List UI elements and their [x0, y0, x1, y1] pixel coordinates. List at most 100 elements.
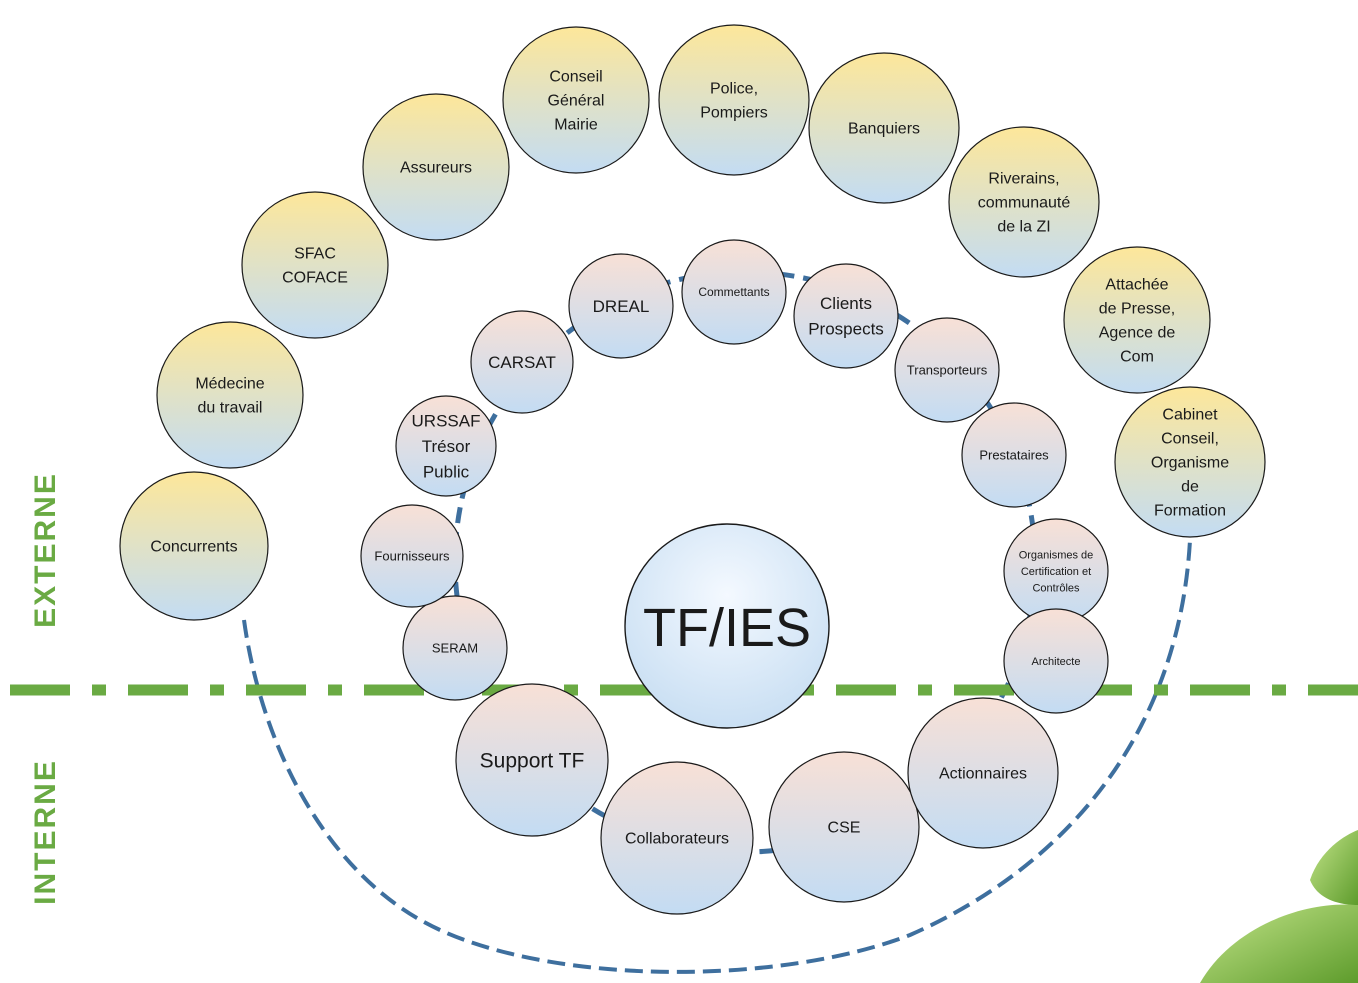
label-urssaf-line: URSSAF: [412, 411, 481, 430]
label-riverains-line: communauté: [978, 195, 1071, 212]
label-seram: SERAM: [432, 641, 478, 656]
label-medecine-line: du travail: [198, 400, 263, 417]
node-sfac: [241, 191, 389, 339]
label-seram-line: SERAM: [432, 641, 478, 656]
label-cse-line: CSE: [828, 820, 861, 837]
label-prestataires: Prestataires: [979, 448, 1049, 463]
leaf-decoration: [1200, 830, 1358, 983]
label-architecte-line: Architecte: [1032, 656, 1081, 668]
node-conseil-general: [502, 26, 650, 174]
node-assureurs: [362, 93, 510, 241]
label-police-line: Police,: [710, 81, 758, 98]
label-assureurs-line: Assureurs: [400, 160, 472, 177]
label-transporteurs: Transporteurs: [907, 363, 988, 378]
label-conseil-general-line: Général: [548, 93, 605, 110]
label-cabinet-conseil-line: Conseil,: [1161, 431, 1219, 448]
node-prestataires: [961, 402, 1067, 508]
label-commettants-line: Commettants: [698, 285, 769, 299]
label-urssaf-line: Public: [423, 462, 470, 481]
node-actionnaires: [907, 697, 1059, 849]
node-attachee-presse: [1063, 246, 1211, 394]
label-clients-line: Clients: [820, 294, 872, 313]
label-banquiers: Banquiers: [848, 121, 920, 138]
node-medecine: [156, 321, 304, 469]
label-organismes-line: Organismes de: [1019, 549, 1094, 561]
node-seram: [402, 595, 508, 701]
label-carsat: CARSAT: [488, 353, 556, 372]
node-transporteurs: [894, 317, 1000, 423]
label-carsat-line: CARSAT: [488, 353, 556, 372]
node-commettants: [681, 239, 787, 345]
label-prestataires-line: Prestataires: [979, 448, 1049, 463]
label-architecte: Architecte: [1032, 656, 1081, 668]
label-support-tf-line: Support TF: [480, 749, 585, 772]
node-fournisseurs: [360, 504, 464, 608]
label-banquiers-line: Banquiers: [848, 121, 920, 138]
node-cse: [768, 751, 920, 903]
node-urssaf: [395, 395, 497, 497]
label-cabinet-conseil-line: Cabinet: [1162, 407, 1218, 424]
center-label: TF/IES: [643, 598, 811, 658]
label-organismes: Organismes de Certification et Contrôles: [1019, 549, 1094, 594]
label-urssaf-line: Trésor: [422, 437, 471, 456]
label-sfac: SFAC COFACE: [282, 246, 348, 287]
label-support-tf: Support TF: [480, 749, 585, 772]
label-clients-line: Prospects: [808, 320, 884, 339]
label-sfac-line: COFACE: [282, 270, 348, 287]
outer-ring-arc: [242, 539, 1192, 974]
label-concurrents: Concurrents: [150, 539, 237, 556]
node-clients: [793, 263, 899, 369]
node-riverains: [948, 126, 1100, 278]
node-police: [658, 24, 810, 176]
label-actionnaires: Actionnaires: [939, 766, 1027, 783]
label-medecine-line: Médecine: [195, 376, 264, 393]
node-carsat: [470, 310, 574, 414]
label-fournisseurs-line: Fournisseurs: [374, 549, 450, 564]
zone-label-interne: INTERNE: [29, 759, 62, 905]
label-dreal-line: DREAL: [593, 297, 650, 316]
node-center: [624, 523, 830, 729]
label-riverains-line: de la ZI: [997, 219, 1050, 236]
label-police-line: Pompiers: [700, 105, 768, 122]
label-attachee-presse-line: de Presse,: [1099, 301, 1175, 318]
node-dreal: [568, 253, 674, 359]
zone-label-externe: EXTERNE: [29, 472, 62, 628]
node-architecte: [1003, 608, 1109, 714]
label-attachee-presse-line: Agence de: [1099, 325, 1176, 342]
label-riverains: Riverains, communauté de la ZI: [978, 171, 1071, 236]
label-fournisseurs: Fournisseurs: [374, 549, 450, 564]
label-concurrents-line: Concurrents: [150, 539, 237, 556]
label-commettants: Commettants: [698, 285, 769, 299]
node-banquiers: [808, 52, 960, 204]
label-organismes-line: Contrôles: [1032, 582, 1080, 594]
label-cabinet-conseil-line: Organisme: [1151, 455, 1229, 472]
label-medecine: Médecine du travail: [195, 376, 264, 417]
label-collaborateurs-line: Collaborateurs: [625, 831, 729, 848]
label-police: Police, Pompiers: [700, 81, 768, 122]
node-cabinet-conseil: [1114, 386, 1266, 538]
label-assureurs: Assureurs: [400, 160, 472, 177]
label-organismes-line: Certification et: [1021, 566, 1091, 578]
label-conseil-general-line: Conseil: [549, 69, 602, 86]
node-concurrents: [119, 471, 269, 621]
label-actionnaires-line: Actionnaires: [939, 766, 1027, 783]
label-cse: CSE: [828, 820, 861, 837]
label-attachee-presse-line: Attachée: [1105, 277, 1168, 294]
label-transporteurs-line: Transporteurs: [907, 363, 988, 378]
label-cabinet-conseil-line: de: [1181, 479, 1199, 496]
label-cabinet-conseil-line: Formation: [1154, 503, 1226, 520]
node-collaborateurs: [600, 761, 754, 915]
label-sfac-line: SFAC: [294, 246, 336, 263]
node-support-tf: [455, 683, 609, 837]
label-collaborateurs: Collaborateurs: [625, 831, 729, 848]
label-riverains-line: Riverains,: [988, 171, 1059, 188]
label-dreal: DREAL: [593, 297, 650, 316]
label-conseil-general-line: Mairie: [554, 117, 598, 134]
